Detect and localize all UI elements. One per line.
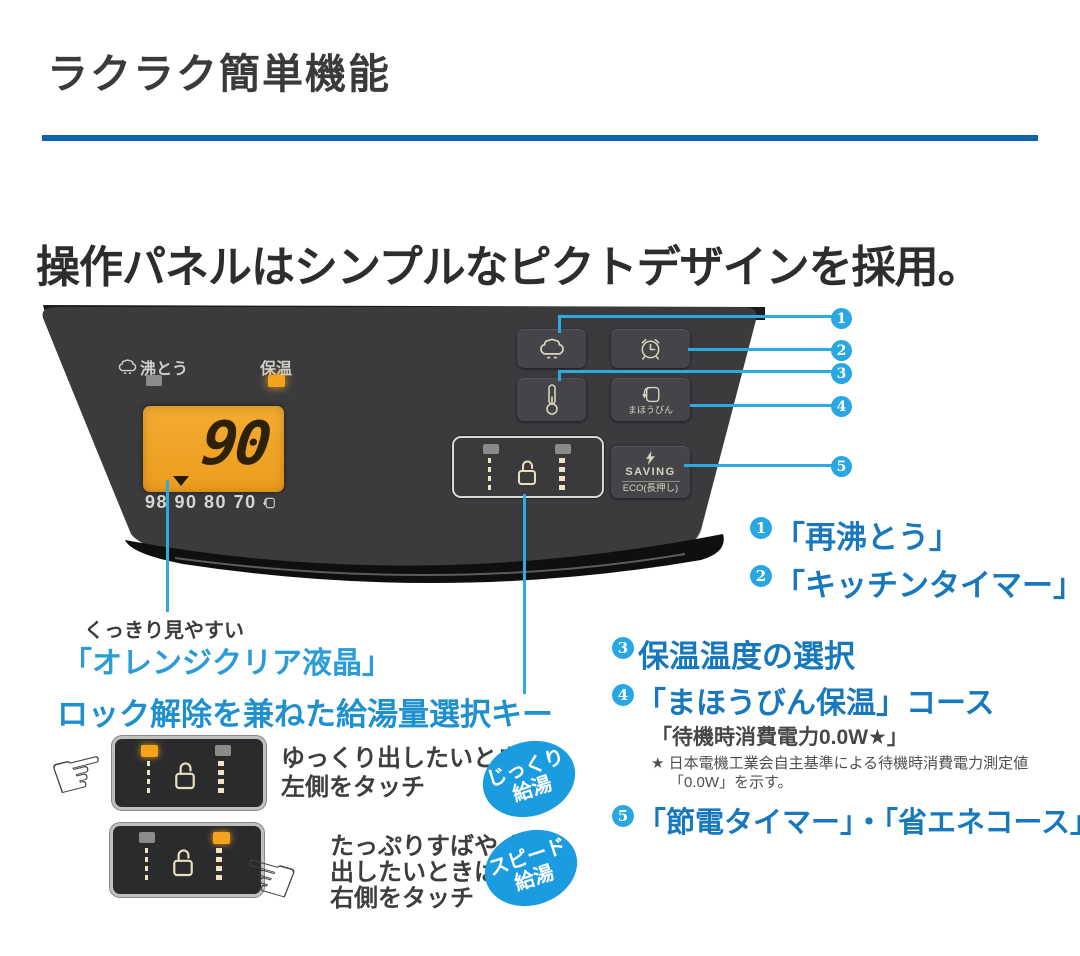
- slow-dispense-dash-key: [147, 761, 150, 797]
- feature-label-2: 「キッチンタイマー」: [774, 568, 1080, 604]
- mini-panel-slow-dispense: [112, 736, 266, 810]
- kettle-body-photo: [42, 305, 765, 584]
- speed-dispense-dash-key: [216, 848, 222, 884]
- lcd-temperature-value: 90: [198, 409, 272, 479]
- slow-dispense-dash-key: [145, 848, 148, 884]
- speed-dispense-dash-key: [559, 458, 565, 490]
- slow-dispense-lamp-off: [139, 832, 155, 843]
- leader-line-lock: [523, 494, 526, 694]
- callout-number-2: 2: [831, 340, 852, 361]
- alarm-clock-icon: [641, 338, 660, 360]
- lightning-bolt-icon: [646, 450, 655, 465]
- footnote-line1: ★ 日本電機工業会自主基準による待機時消費電力測定値: [651, 755, 1029, 772]
- leader-line-3: [558, 370, 832, 373]
- speed-dispense-lamp-off: [215, 745, 231, 756]
- boil-indicator-label: 沸とう: [118, 355, 188, 379]
- leader-line-2: [688, 348, 832, 351]
- callout-number-1: 1: [831, 308, 852, 329]
- feature-number-3: 3: [612, 637, 634, 659]
- feature-number-2: 2: [750, 565, 772, 587]
- speed-dispense-note-line3: 右側をタッチ: [330, 885, 474, 912]
- standby-power-note: 「待機時消費電力0.0W★」: [651, 726, 908, 749]
- unlock-icon: [173, 849, 193, 877]
- saving-eco-button: SAVING ECO(長押し): [611, 446, 690, 498]
- leader-line-3: [558, 370, 561, 381]
- lock-caption-title: ロック解除を兼ねた給湯量選択キー: [57, 697, 553, 732]
- slow-dispense-lamp-on: [141, 745, 158, 757]
- footnote-line2: 「0.0W」を示す。: [669, 774, 793, 791]
- page-title: ラクラク簡単機能: [47, 51, 391, 97]
- lcd-cursor-triangle-icon: [173, 476, 189, 486]
- keep-warm-indicator-label: 保温: [260, 361, 293, 378]
- leader-line-1: [558, 315, 561, 333]
- kettle-control-face: [42, 307, 757, 577]
- boil-indicator-lamp-off: [146, 375, 162, 386]
- callout-number-5: 5: [831, 456, 852, 477]
- vacuum-button-label: まほうびん: [627, 404, 673, 415]
- feature-number-4: 4: [612, 684, 634, 706]
- speed-dispense-lamp-off: [555, 444, 571, 454]
- feature-label-1: 「再沸とう」: [774, 520, 960, 556]
- mini-panel-speed-dispense: [110, 823, 264, 897]
- slow-dispense-lamp-off: [483, 444, 499, 454]
- speed-dispense-dash-key: [218, 761, 224, 797]
- keep-warm-indicator-lamp-on: [268, 375, 285, 387]
- vacuum-flask-mini-icon: [262, 497, 275, 508]
- steam-icon: [539, 338, 564, 358]
- leader-line-4: [690, 404, 832, 407]
- lcd-temperature-scale: 98 90 80 70: [145, 492, 276, 513]
- pointing-hand-icon: ☞: [41, 731, 116, 817]
- saving-button-divider: [621, 480, 680, 482]
- vacuum-keep-warm-button: まほうびん: [611, 378, 690, 421]
- kitchen-timer-button: [611, 329, 690, 368]
- keep-warm-temperature-button: [517, 378, 586, 421]
- thermometer-icon: [545, 384, 558, 415]
- slow-dispense-dash-key: [488, 458, 491, 490]
- steam-icon: [118, 359, 137, 374]
- leader-line-1: [558, 315, 832, 318]
- feature-label-5: 「節電タイマー」・「省エネコース」: [637, 805, 1080, 839]
- lcd-caption-title: 「オレンジクリア液晶」: [62, 647, 392, 680]
- vacuum-flask-icon: [641, 386, 659, 402]
- saving-button-label: SAVING: [625, 465, 676, 478]
- reboil-button: [517, 329, 586, 368]
- lcd-display: 90: [143, 406, 284, 492]
- speed-dispense-lamp-on: [213, 832, 230, 844]
- callout-number-3: 3: [831, 363, 852, 384]
- feature-number-1: 1: [750, 517, 772, 539]
- dispense-lock-panel: [452, 436, 604, 498]
- feature-label-4: 「まほうびん保温」コース: [636, 686, 995, 721]
- kettle-base: [125, 534, 724, 584]
- callout-number-4: 4: [831, 396, 852, 417]
- leader-line-5: [684, 464, 832, 467]
- page-subtitle: 操作パネルはシンプルなピクトデザインを採用。: [36, 243, 982, 292]
- eco-button-label: ECO(長押し): [622, 482, 679, 494]
- kettle-base-highlight: [174, 553, 686, 577]
- unlock-icon: [175, 762, 195, 790]
- slow-dispense-note-line2: 左側をタッチ: [281, 774, 425, 801]
- lcd-caption-lead: くっきり見やすい: [84, 620, 244, 642]
- title-divider: [42, 135, 1038, 141]
- unlock-icon: [518, 460, 536, 485]
- feature-number-5: 5: [612, 805, 634, 827]
- leader-line-lcd: [166, 480, 169, 612]
- feature-label-3: 保温温度の選択: [638, 639, 855, 675]
